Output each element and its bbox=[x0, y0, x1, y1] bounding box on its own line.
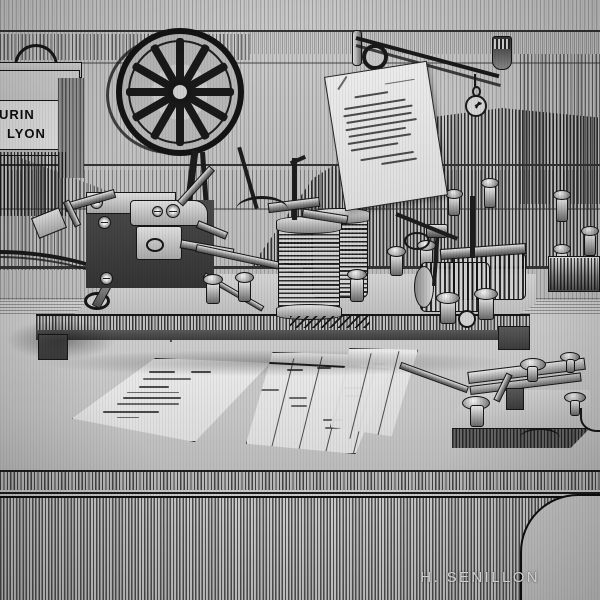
telegraph-key-wire-2 bbox=[520, 428, 560, 448]
wall-bracket-right-hatch bbox=[550, 258, 598, 290]
table-shadow-left bbox=[6, 320, 116, 360]
electromagnet-wire-loop bbox=[404, 232, 430, 250]
terminal-post-knob bbox=[553, 244, 571, 254]
watch-hook bbox=[474, 74, 476, 87]
letter-salutation bbox=[354, 91, 389, 99]
wall-hatch-upper-right bbox=[250, 32, 600, 54]
terminal-post-base bbox=[350, 278, 364, 302]
form2-header-cell bbox=[287, 369, 303, 371]
form1-body-line bbox=[123, 397, 181, 399]
terminal-post-knob bbox=[235, 272, 254, 283]
terminal-post-knob bbox=[553, 190, 571, 200]
terminal-post-knob bbox=[481, 178, 499, 188]
coil-wire-arc bbox=[236, 196, 288, 223]
wall-hatch-right-column bbox=[520, 54, 600, 204]
electromagnet-knob-front-b bbox=[474, 288, 498, 300]
table-edge-line-top bbox=[0, 470, 600, 472]
vertical-coil-front bbox=[278, 224, 340, 312]
battery-box-side-shadow bbox=[58, 78, 84, 178]
letter-corner-mark bbox=[337, 75, 348, 91]
battery-box-foliage-hatch bbox=[0, 152, 68, 216]
arrester-insulator-hatch bbox=[494, 39, 510, 49]
pocket-watch bbox=[465, 95, 487, 117]
terminal-post-knob bbox=[581, 226, 599, 236]
form1-heading-mark bbox=[191, 371, 211, 373]
telegraph-key-wire bbox=[580, 408, 600, 432]
instrument-foot-left bbox=[38, 334, 68, 360]
electromagnet-vertical-rod bbox=[470, 196, 475, 258]
form1-body-line bbox=[127, 391, 179, 393]
form2-header-cell bbox=[317, 367, 331, 369]
handwritten-letter bbox=[324, 60, 448, 212]
table-edge-moulding bbox=[0, 472, 600, 490]
form1-subheading bbox=[143, 378, 191, 380]
electromagnet-core-end bbox=[414, 266, 434, 308]
instrument-foot-right bbox=[498, 326, 530, 350]
battery-label-line-1: URIN bbox=[0, 107, 35, 122]
table-shadow-under-base bbox=[40, 350, 510, 376]
letter-signature-line bbox=[381, 157, 418, 166]
terminal-post-knob bbox=[347, 269, 367, 280]
mechanism-screw-2 bbox=[98, 216, 111, 229]
telegraph-key-knob-front-stem bbox=[570, 400, 580, 416]
artist-signature: H. SENILLON bbox=[420, 569, 540, 586]
telegraph-key-fulcrum-block bbox=[506, 388, 524, 410]
battery-label-line-2: LYON bbox=[7, 126, 46, 141]
table-front-panel bbox=[0, 496, 600, 600]
instrument-baseboard-shadow bbox=[36, 330, 530, 340]
terminal-post-base bbox=[206, 282, 220, 304]
form2-entry-line bbox=[325, 427, 341, 429]
form2-entry-line bbox=[289, 397, 307, 399]
letter-body-line bbox=[350, 142, 399, 152]
mechanism-screw-4 bbox=[152, 206, 163, 217]
battery-box-label: URIN LYON bbox=[0, 100, 64, 150]
telegraph-key-knob-left-stem bbox=[470, 405, 484, 427]
terminal-post-base bbox=[584, 234, 596, 256]
electromagnet-knob-front-a bbox=[436, 292, 460, 304]
wall-moulding-top bbox=[0, 30, 600, 33]
terminal-post-base bbox=[390, 254, 403, 276]
watch-minute-hand bbox=[474, 102, 482, 107]
flywheel-hub bbox=[168, 80, 192, 104]
mechanism-armature-hole bbox=[146, 238, 164, 252]
telegraph-key-knob-main-stem bbox=[527, 366, 538, 382]
form2-entry-line bbox=[259, 389, 279, 391]
mechanism-screw-5 bbox=[166, 204, 180, 218]
terminal-post-base bbox=[556, 198, 568, 222]
form2-entry-line bbox=[291, 405, 307, 407]
terminal-post-base bbox=[238, 280, 251, 302]
coil-zigzag-wire bbox=[290, 316, 370, 328]
terminal-post-base bbox=[484, 186, 496, 208]
form1-signature bbox=[103, 410, 159, 413]
coil-armature-post bbox=[292, 158, 297, 220]
form1-heading-mark bbox=[149, 371, 175, 373]
wall-moulding-upper bbox=[0, 62, 600, 64]
mechanism-screw-3 bbox=[100, 272, 113, 285]
form1-body-line bbox=[139, 385, 169, 388]
letter-date-mark bbox=[384, 78, 415, 85]
terminal-post-knob bbox=[203, 274, 223, 285]
telegraph-key-knob-rear-stem bbox=[566, 359, 575, 373]
table-edge-line-bottom bbox=[0, 492, 600, 495]
terminal-post-base bbox=[448, 196, 460, 216]
electromagnet-handle-ring bbox=[458, 310, 476, 328]
form1-body-line bbox=[117, 403, 179, 405]
terminal-post-knob bbox=[387, 246, 406, 257]
form1-footer bbox=[117, 416, 139, 418]
wall-moulding-mid bbox=[0, 164, 600, 167]
